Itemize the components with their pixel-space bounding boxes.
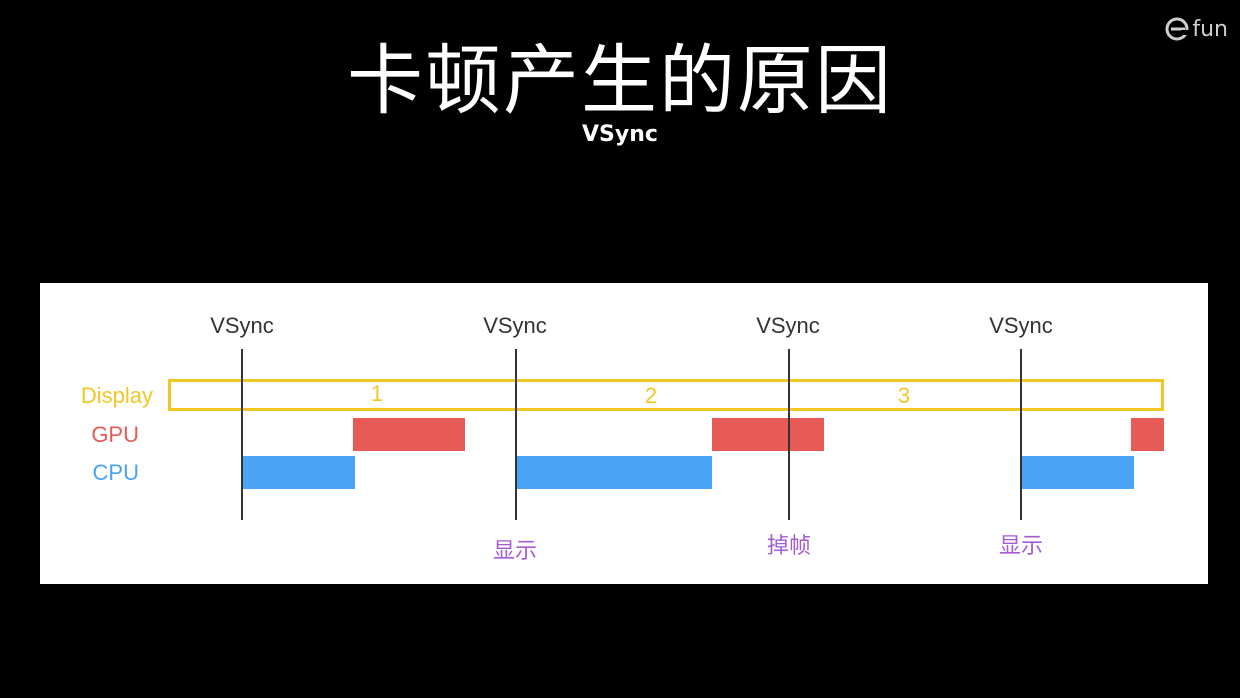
frame-number-3: 3 — [898, 383, 910, 408]
e-logo-icon — [1165, 17, 1191, 41]
slide-title: 卡顿产生的原因 — [347, 36, 893, 125]
annotation-display-2: 显示 — [999, 534, 1043, 559]
cpu-block-2 — [516, 456, 712, 489]
logo-text: fun — [1192, 16, 1228, 42]
vsync-label-1: VSync — [210, 313, 274, 338]
vsync-label-4: VSync — [989, 313, 1053, 338]
vsync-label-3: VSync — [756, 313, 820, 338]
display-track — [168, 379, 1164, 411]
row-label-cpu: CPU — [93, 460, 139, 485]
cpu-block-3 — [1021, 456, 1134, 489]
row-label-display: Display — [81, 383, 153, 408]
annotation-display-1: 显示 — [493, 539, 537, 564]
vsync-label-2: VSync — [483, 313, 547, 338]
gpu-block-1 — [353, 418, 465, 451]
annotation-dropped-frame: 掉帧 — [767, 534, 811, 559]
cpu-block-1 — [243, 456, 355, 489]
vsync-diagram-panel: VSync VSync VSync VSync Display GPU CPU … — [40, 283, 1208, 584]
gpu-block-2 — [712, 418, 824, 451]
row-label-gpu: GPU — [91, 422, 139, 447]
efun-logo: fun — [1164, 16, 1228, 42]
slide-subtitle: VSync — [582, 122, 658, 147]
vsync-diagram: VSync VSync VSync VSync Display GPU CPU … — [81, 313, 1164, 564]
gpu-block-3 — [1131, 418, 1164, 451]
frame-number-2: 2 — [645, 383, 657, 408]
frame-number-1: 1 — [371, 381, 383, 406]
